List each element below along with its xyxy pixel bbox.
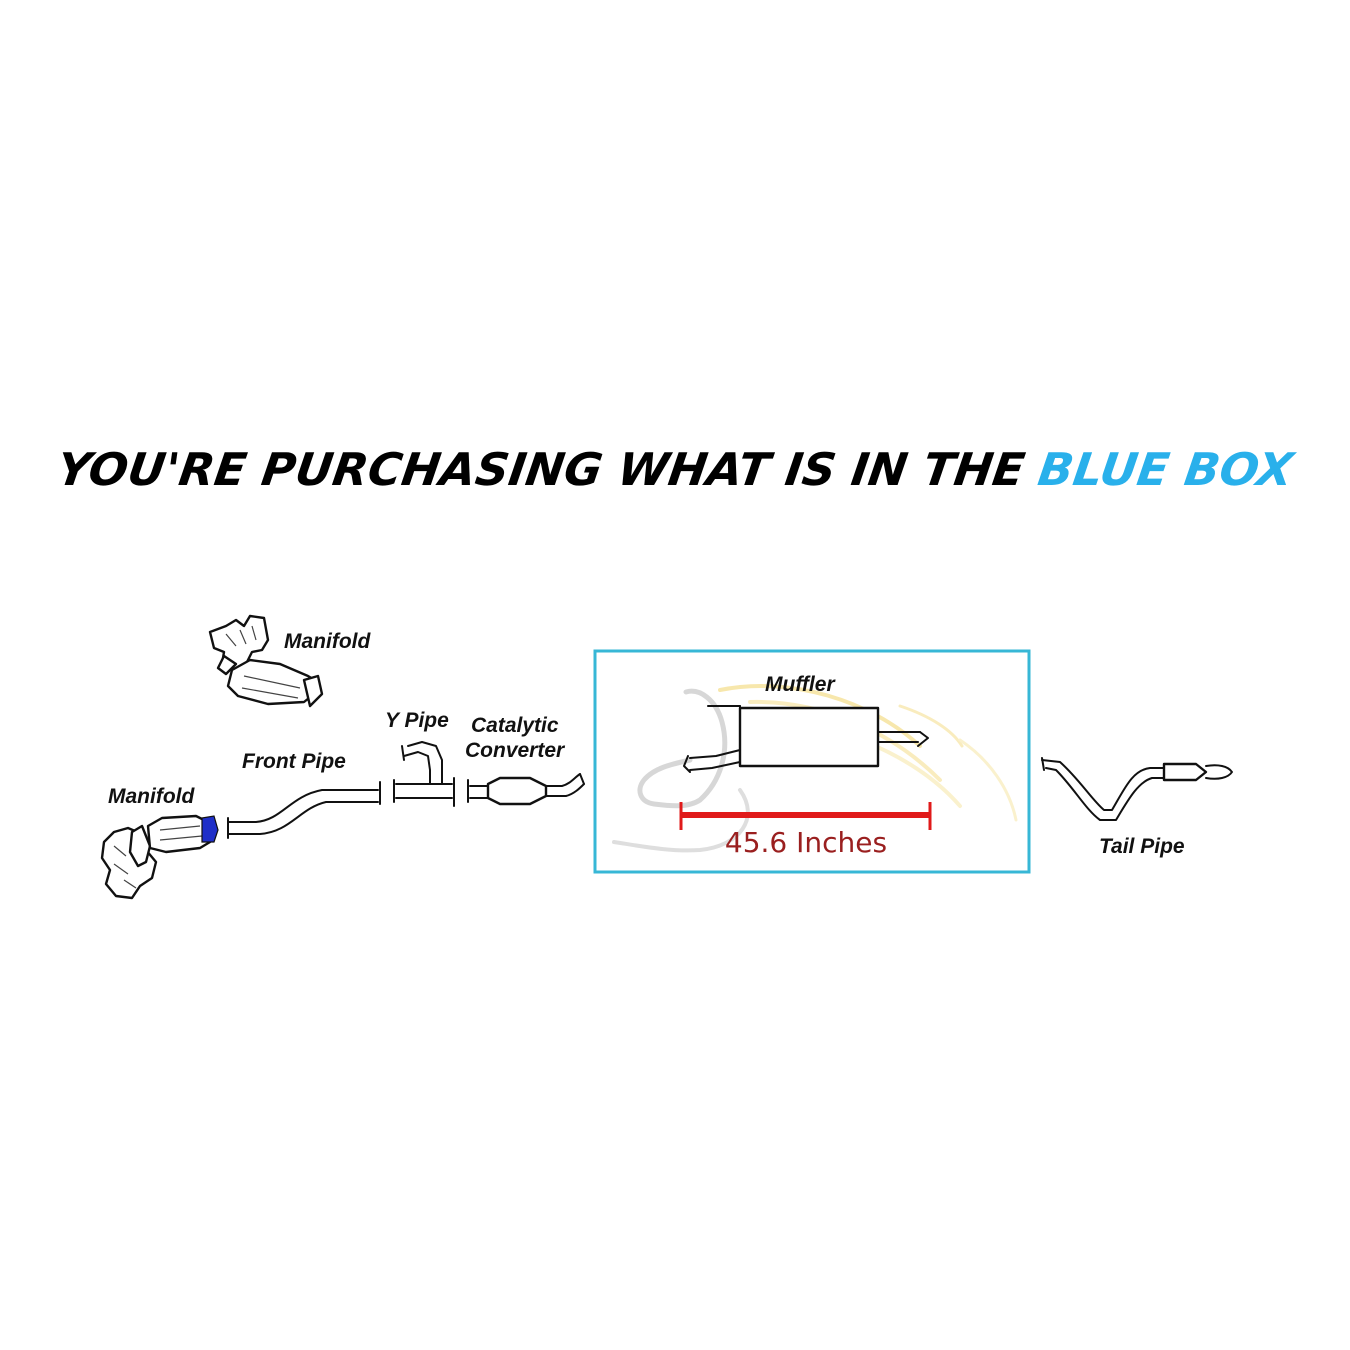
muffler-label: Muffler: [765, 673, 836, 696]
measurement-label: 45.6 Inches: [725, 826, 887, 859]
manifold-left-label: Manifold: [108, 785, 195, 808]
measurement-bar: [679, 802, 932, 830]
blue-flange: [201, 815, 219, 843]
lower-manifold-part: [100, 814, 219, 900]
muffler-part: [683, 705, 929, 773]
blue-box: 45.6 Inches: [593, 649, 1031, 874]
y-pipe-label: Y Pipe: [385, 709, 449, 732]
tail-pipe-label: Tail Pipe: [1099, 835, 1185, 858]
upper-manifold-part: [208, 614, 324, 708]
catalytic-converter-part: [467, 773, 585, 806]
tail-pipe-part: [1041, 757, 1233, 821]
front-pipe-label: Front Pipe: [242, 750, 346, 773]
y-pipe-part: [393, 741, 455, 807]
catalytic-label-line2: Converter: [465, 739, 566, 762]
catalytic-label-line1: Catalytic: [471, 714, 559, 737]
manifold-top-label: Manifold: [284, 630, 371, 653]
front-pipe-part: [227, 781, 381, 839]
